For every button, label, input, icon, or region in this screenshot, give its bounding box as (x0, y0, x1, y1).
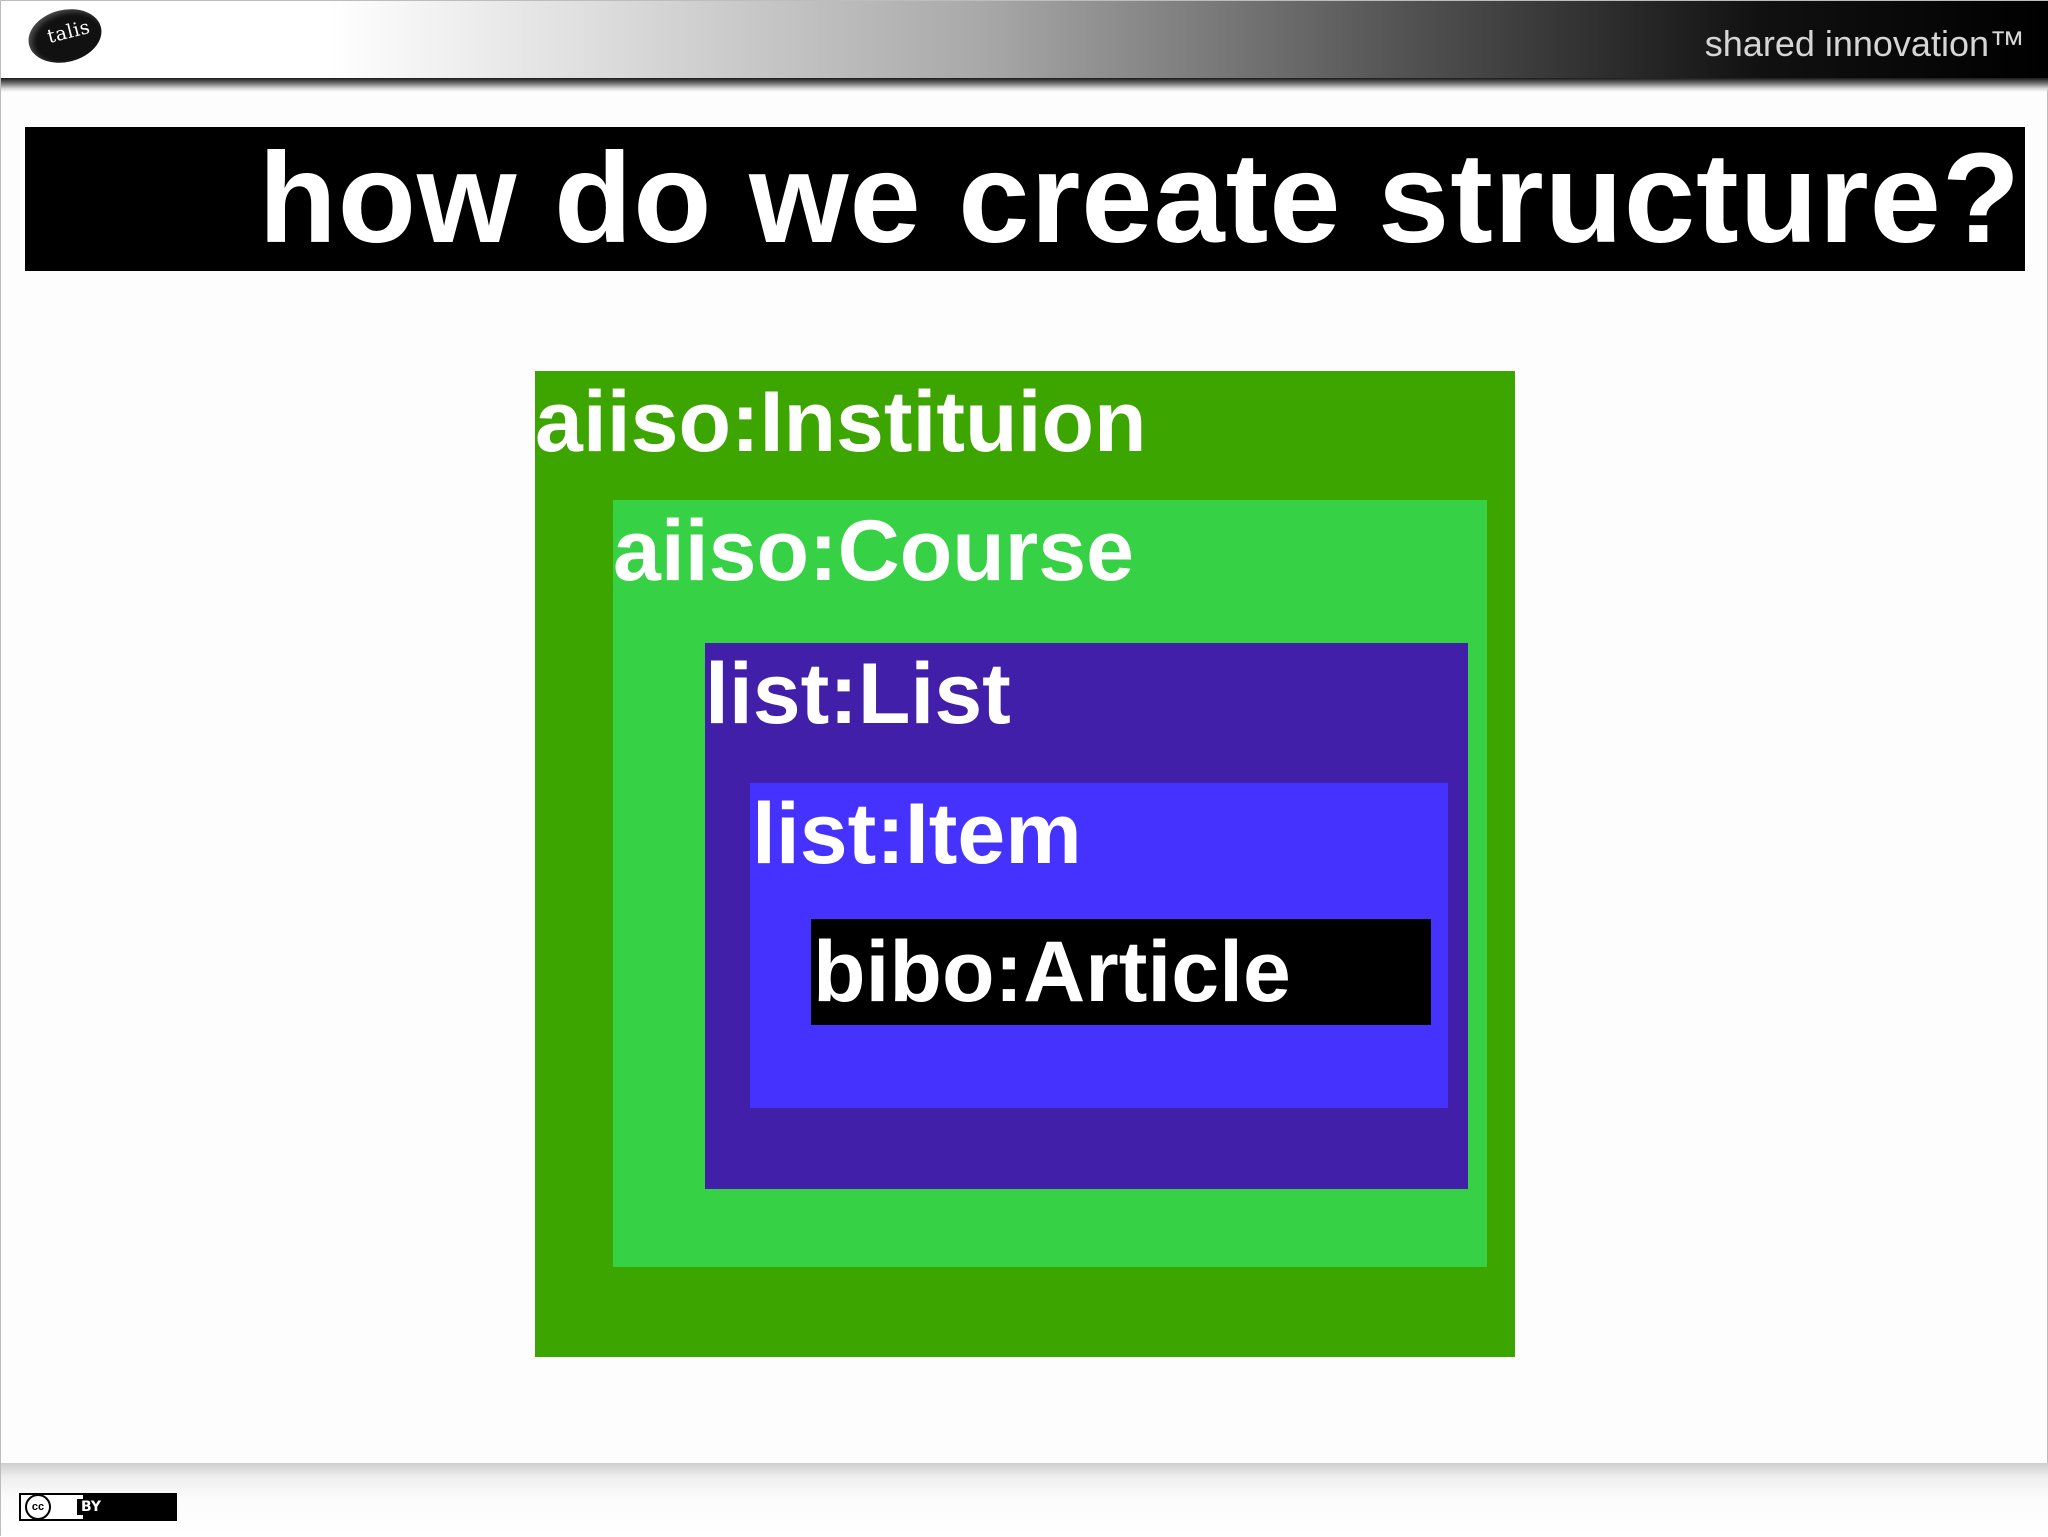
cc-license-badge[interactable]: cc BY (19, 1493, 177, 1521)
cc-logo-icon: cc (25, 1494, 51, 1520)
slide-title: how do we create structure? (258, 127, 2021, 270)
title-bar: how do we create structure? (25, 127, 2025, 271)
box-institution-label: aiiso:Instituion (535, 374, 1147, 470)
box-article-label: bibo:Article (813, 924, 1291, 1020)
box-course-label: aiiso:Course (613, 503, 1134, 599)
box-list-label: list:List (705, 646, 1011, 742)
header-bar (1, 1, 2048, 78)
cc-by-label: BY (77, 1499, 106, 1515)
tagline: shared innovation™ (1704, 23, 2025, 64)
box-item-label: list:Item (752, 786, 1082, 882)
box-article: bibo:Article (811, 919, 1431, 1025)
header-divider (1, 78, 2048, 92)
footer-bar (1, 1463, 2048, 1537)
